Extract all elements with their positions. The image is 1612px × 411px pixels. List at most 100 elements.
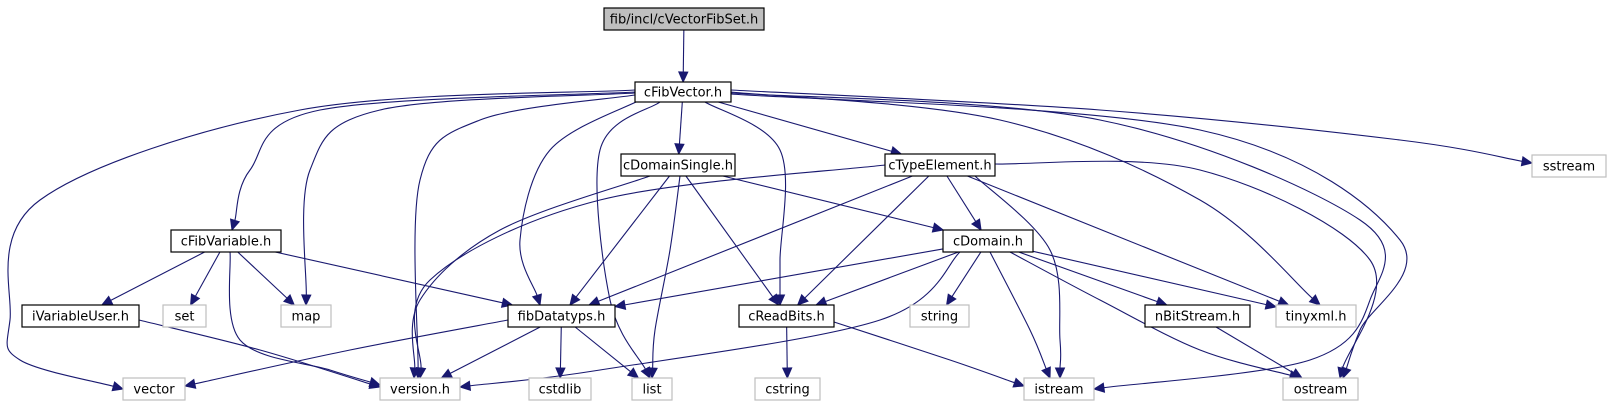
edge-cTypeElement-to-cReadBits bbox=[804, 175, 930, 299]
arrowhead-cDomain-to-istream bbox=[1041, 366, 1051, 380]
arrowhead-cTypeElement-to-istream bbox=[1054, 367, 1066, 380]
arrowhead-cTypeElement-to-ostream bbox=[1337, 366, 1348, 380]
edge-cFibVector-to-tinyxml bbox=[730, 91, 1313, 299]
edge-cDomain-to-version bbox=[469, 251, 961, 387]
arrowhead-fibDatatyps-to-cstdlib bbox=[555, 367, 566, 380]
edge-cFibVector-to-istream bbox=[730, 92, 1386, 389]
node-box-nBitStream[interactable] bbox=[1144, 304, 1251, 328]
arrowhead-cDomain-to-string bbox=[945, 293, 957, 307]
node-box-string bbox=[909, 304, 970, 328]
arrowhead-cDomain-to-tinyxml bbox=[1264, 299, 1278, 310]
edge-cTypeElement-to-istream bbox=[974, 175, 1062, 369]
node-label-cFibVector: cFibVector.h bbox=[644, 86, 722, 101]
node-cReadBits[interactable]: cReadBits.h bbox=[738, 304, 835, 328]
node-box-sstream bbox=[1531, 154, 1607, 178]
edge-cFibVariable-to-fibDatatyps bbox=[275, 251, 503, 304]
edge-cReadBits-to-cstring bbox=[786, 326, 788, 369]
arrowhead-cTypeElement-to-cDomain bbox=[970, 218, 982, 232]
arrowhead-cDomainSingle-to-fibDatatyps bbox=[569, 293, 581, 306]
edge-fibDatatyps-to-vector bbox=[194, 319, 509, 385]
edge-cFibVector-to-fibDatatyps bbox=[519, 99, 641, 296]
arrowhead-fibDatatyps-to-vector bbox=[183, 378, 197, 389]
edge-cDomainSingle-to-cDomain bbox=[722, 175, 934, 229]
node-box-cFibVector[interactable] bbox=[634, 81, 732, 103]
arrowhead-cDomain-to-version bbox=[458, 380, 472, 391]
node-label-tinyxml: tinyxml.h bbox=[1286, 310, 1347, 325]
node-box-list bbox=[631, 377, 673, 401]
node-sstream: sstream bbox=[1531, 154, 1607, 178]
node-box-root[interactable] bbox=[603, 7, 765, 31]
node-label-map: map bbox=[292, 310, 321, 325]
edge-cDomainSingle-to-cReadBits bbox=[685, 175, 774, 298]
node-label-vector: vector bbox=[133, 383, 175, 398]
node-label-cDomain: cDomain.h bbox=[953, 235, 1023, 250]
node-box-tinyxml bbox=[1275, 304, 1357, 328]
edge-cTypeElement-to-version bbox=[413, 164, 886, 369]
arrowhead-cTypeElement-to-version bbox=[415, 367, 427, 380]
edge-cFibVector-to-vector bbox=[6, 89, 636, 387]
edge-cFibVector-to-ostream bbox=[730, 93, 1408, 369]
node-box-vector bbox=[122, 377, 186, 401]
arrowhead-cFibVector-to-map bbox=[301, 294, 312, 307]
node-label-istream: istream bbox=[1034, 383, 1083, 398]
arrowhead-fibDatatyps-to-list bbox=[626, 367, 640, 379]
node-box-cDomainSingle[interactable] bbox=[620, 153, 736, 177]
nodes-layer: fib/incl/cVectorFibSet.h cFibVector.h cDom… bbox=[21, 7, 1607, 401]
arrowhead-cFibVariable-to-iVariableUser bbox=[100, 295, 114, 306]
edge-cFibVector-to-cTypeElement bbox=[718, 101, 892, 152]
edge-cDomain-to-string bbox=[951, 251, 982, 297]
edge-cFibVector-to-map bbox=[303, 92, 636, 296]
node-label-sstream: sstream bbox=[1543, 160, 1595, 175]
node-box-cFibVariable[interactable] bbox=[170, 229, 282, 253]
edge-cFibVariable-to-version bbox=[228, 251, 371, 383]
node-cTypeElement[interactable]: cTypeElement.h bbox=[884, 153, 996, 177]
node-root[interactable]: fib/incl/cVectorFibSet.h bbox=[603, 7, 765, 31]
node-box-fibDatatyps[interactable] bbox=[507, 304, 616, 328]
edge-cTypeElement-to-ostream bbox=[994, 160, 1378, 369]
node-box-cReadBits[interactable] bbox=[738, 304, 835, 328]
node-iVariableUser[interactable]: iVariableUser.h bbox=[21, 304, 140, 328]
arrowhead-cFibVector-to-cDomainSingle bbox=[674, 143, 685, 156]
node-label-nBitStream: nBitStream.h bbox=[1155, 310, 1240, 325]
node-label-fibDatatyps: fibDatatyps.h bbox=[518, 310, 606, 325]
node-cFibVariable[interactable]: cFibVariable.h bbox=[170, 229, 282, 253]
edge-cFibVector-to-cDomainSingle bbox=[678, 101, 683, 145]
arrowhead-cTypeElement-to-fibDatatyps bbox=[587, 296, 601, 307]
edge-cFibVariable-to-set bbox=[194, 251, 221, 297]
node-string: string bbox=[909, 304, 970, 328]
node-label-string: string bbox=[921, 310, 958, 325]
node-cFibVector[interactable]: cFibVector.h bbox=[634, 81, 732, 103]
node-nBitStream[interactable]: nBitStream.h bbox=[1144, 304, 1251, 328]
edge-cDomain-to-cReadBits bbox=[825, 251, 959, 303]
edge-cFibVector-to-cReadBits bbox=[704, 101, 787, 295]
edge-cFibVector-to-list bbox=[596, 101, 661, 370]
arrowhead-iVariableUser-to-version bbox=[368, 378, 382, 389]
edge-cFibVector-to-sstream bbox=[730, 89, 1523, 162]
edge-cTypeElement-to-cDomain bbox=[946, 175, 977, 222]
node-label-cTypeElement: cTypeElement.h bbox=[888, 159, 991, 174]
node-box-ostream bbox=[1282, 377, 1359, 401]
node-box-version bbox=[379, 377, 461, 401]
edge-fibDatatyps-to-version bbox=[449, 326, 541, 374]
node-fibDatatyps[interactable]: fibDatatyps.h bbox=[507, 304, 616, 328]
edge-cFibVector-to-cFibVariable bbox=[234, 91, 636, 221]
node-label-ostream: ostream bbox=[1294, 383, 1348, 398]
node-cDomainSingle[interactable]: cDomainSingle.h bbox=[620, 153, 736, 177]
node-cstring: cstring bbox=[754, 377, 821, 401]
arrowhead-cFibVector-to-cFibVariable bbox=[229, 218, 241, 232]
arrowhead-cDomainSingle-to-cReadBits bbox=[768, 293, 780, 306]
edge-cTypeElement-to-fibDatatyps bbox=[598, 175, 913, 302]
arrowhead-cDomain-to-fibDatatyps bbox=[613, 299, 627, 310]
edge-cFibVariable-to-map bbox=[237, 251, 288, 299]
arrowhead-cFibVector-to-tinyxml bbox=[1308, 294, 1321, 306]
node-label-version: version.h bbox=[390, 383, 450, 398]
node-box-cDomain[interactable] bbox=[942, 229, 1034, 253]
node-label-cReadBits: cReadBits.h bbox=[748, 310, 825, 325]
node-box-cTypeElement[interactable] bbox=[884, 153, 996, 177]
node-cDomain[interactable]: cDomain.h bbox=[942, 229, 1034, 253]
node-box-set bbox=[162, 304, 207, 328]
edge-cTypeElement-to-tinyxml bbox=[967, 175, 1280, 302]
node-box-iVariableUser[interactable] bbox=[21, 304, 140, 328]
edge-cFibVariable-to-iVariableUser bbox=[110, 251, 205, 301]
